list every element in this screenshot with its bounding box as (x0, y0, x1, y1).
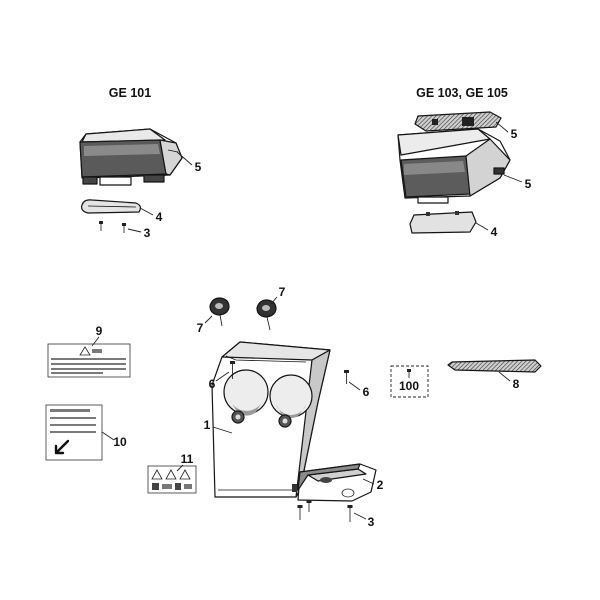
arrow-down-left-icon (54, 439, 70, 455)
screw-right (344, 370, 349, 384)
ge101-screws (99, 221, 126, 233)
callout-knob-left: 7 (197, 321, 204, 335)
warning-triangle-icon (179, 469, 191, 480)
callout-ge103-plate: 4 (491, 225, 498, 239)
warning-triangle-icon (151, 469, 163, 480)
callout-housing: 1 (204, 418, 211, 432)
callout-tray: 2 (377, 478, 384, 492)
callout-ge101-hood: 5 (195, 160, 202, 174)
mesh-strip (447, 359, 542, 373)
callout-screw-right: 6 (363, 385, 370, 399)
ge103-plate (409, 211, 477, 234)
housing (211, 341, 331, 498)
callout-mesh-strip: 8 (513, 377, 520, 391)
callout-tray-screws: 3 (368, 515, 375, 529)
heading-ge103-ge105: GE 103, GE 105 (416, 86, 508, 100)
callout-symbol-decal: 11 (181, 452, 194, 466)
ge103-hood (397, 128, 511, 204)
screw-left (230, 361, 235, 379)
callout-ge101-screws: 3 (144, 226, 151, 240)
callout-ge103-hood: 5 (525, 177, 532, 191)
callout-screw-left: 6 (209, 377, 216, 391)
ge101-plate (81, 199, 142, 214)
callout-ge103-top-bar: 5 (511, 127, 518, 141)
screw-kit-box: 100 (390, 365, 429, 398)
ge101-hood (79, 128, 183, 186)
callout-screw-kit: 100 (399, 379, 419, 393)
tray-screws (297, 500, 353, 522)
ge103-top-bar (414, 111, 502, 132)
callout-warning-decal: 9 (96, 324, 103, 338)
callout-ge101-plate: 4 (156, 210, 163, 224)
warning-triangle-icon (165, 469, 177, 480)
heading-ge101: GE 101 (109, 86, 151, 100)
callout-knob-right: 7 (279, 285, 286, 299)
symbol-decal (147, 465, 197, 494)
tray (297, 463, 377, 502)
callout-switch-decal: 10 (113, 435, 127, 449)
warning-triangle-icon (79, 346, 91, 356)
knob-left (209, 297, 230, 327)
knob-right (256, 299, 277, 331)
warning-decal (47, 343, 131, 378)
switch-decal (45, 404, 103, 461)
